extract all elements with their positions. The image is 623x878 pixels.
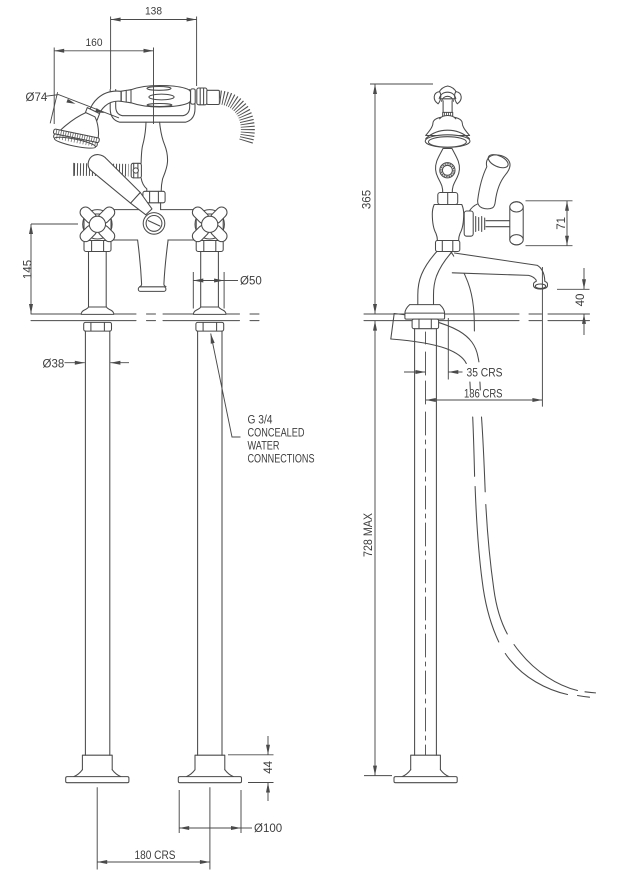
svg-text:186 CRS: 186 CRS xyxy=(464,389,503,401)
svg-text:160: 160 xyxy=(86,37,103,49)
svg-text:G 3/4: G 3/4 xyxy=(248,415,274,427)
svg-text:145: 145 xyxy=(23,260,35,279)
svg-text:180 CRS: 180 CRS xyxy=(135,850,176,862)
svg-text:728 MAX: 728 MAX xyxy=(363,513,375,557)
svg-text:71: 71 xyxy=(556,217,568,230)
svg-text:CONCEALED: CONCEALED xyxy=(248,428,305,440)
svg-text:44: 44 xyxy=(263,760,275,773)
svg-text:WATER: WATER xyxy=(248,441,280,453)
svg-text:Ø38: Ø38 xyxy=(43,359,65,371)
svg-text:Ø50: Ø50 xyxy=(240,276,262,288)
svg-text:35 CRS: 35 CRS xyxy=(467,368,503,380)
svg-text:138: 138 xyxy=(145,6,162,18)
svg-text:CONNECTIONS: CONNECTIONS xyxy=(248,454,315,466)
svg-text:40: 40 xyxy=(575,294,587,307)
svg-text:Ø100: Ø100 xyxy=(254,823,282,835)
svg-text:Ø74: Ø74 xyxy=(26,92,48,104)
svg-text:365: 365 xyxy=(362,190,374,209)
